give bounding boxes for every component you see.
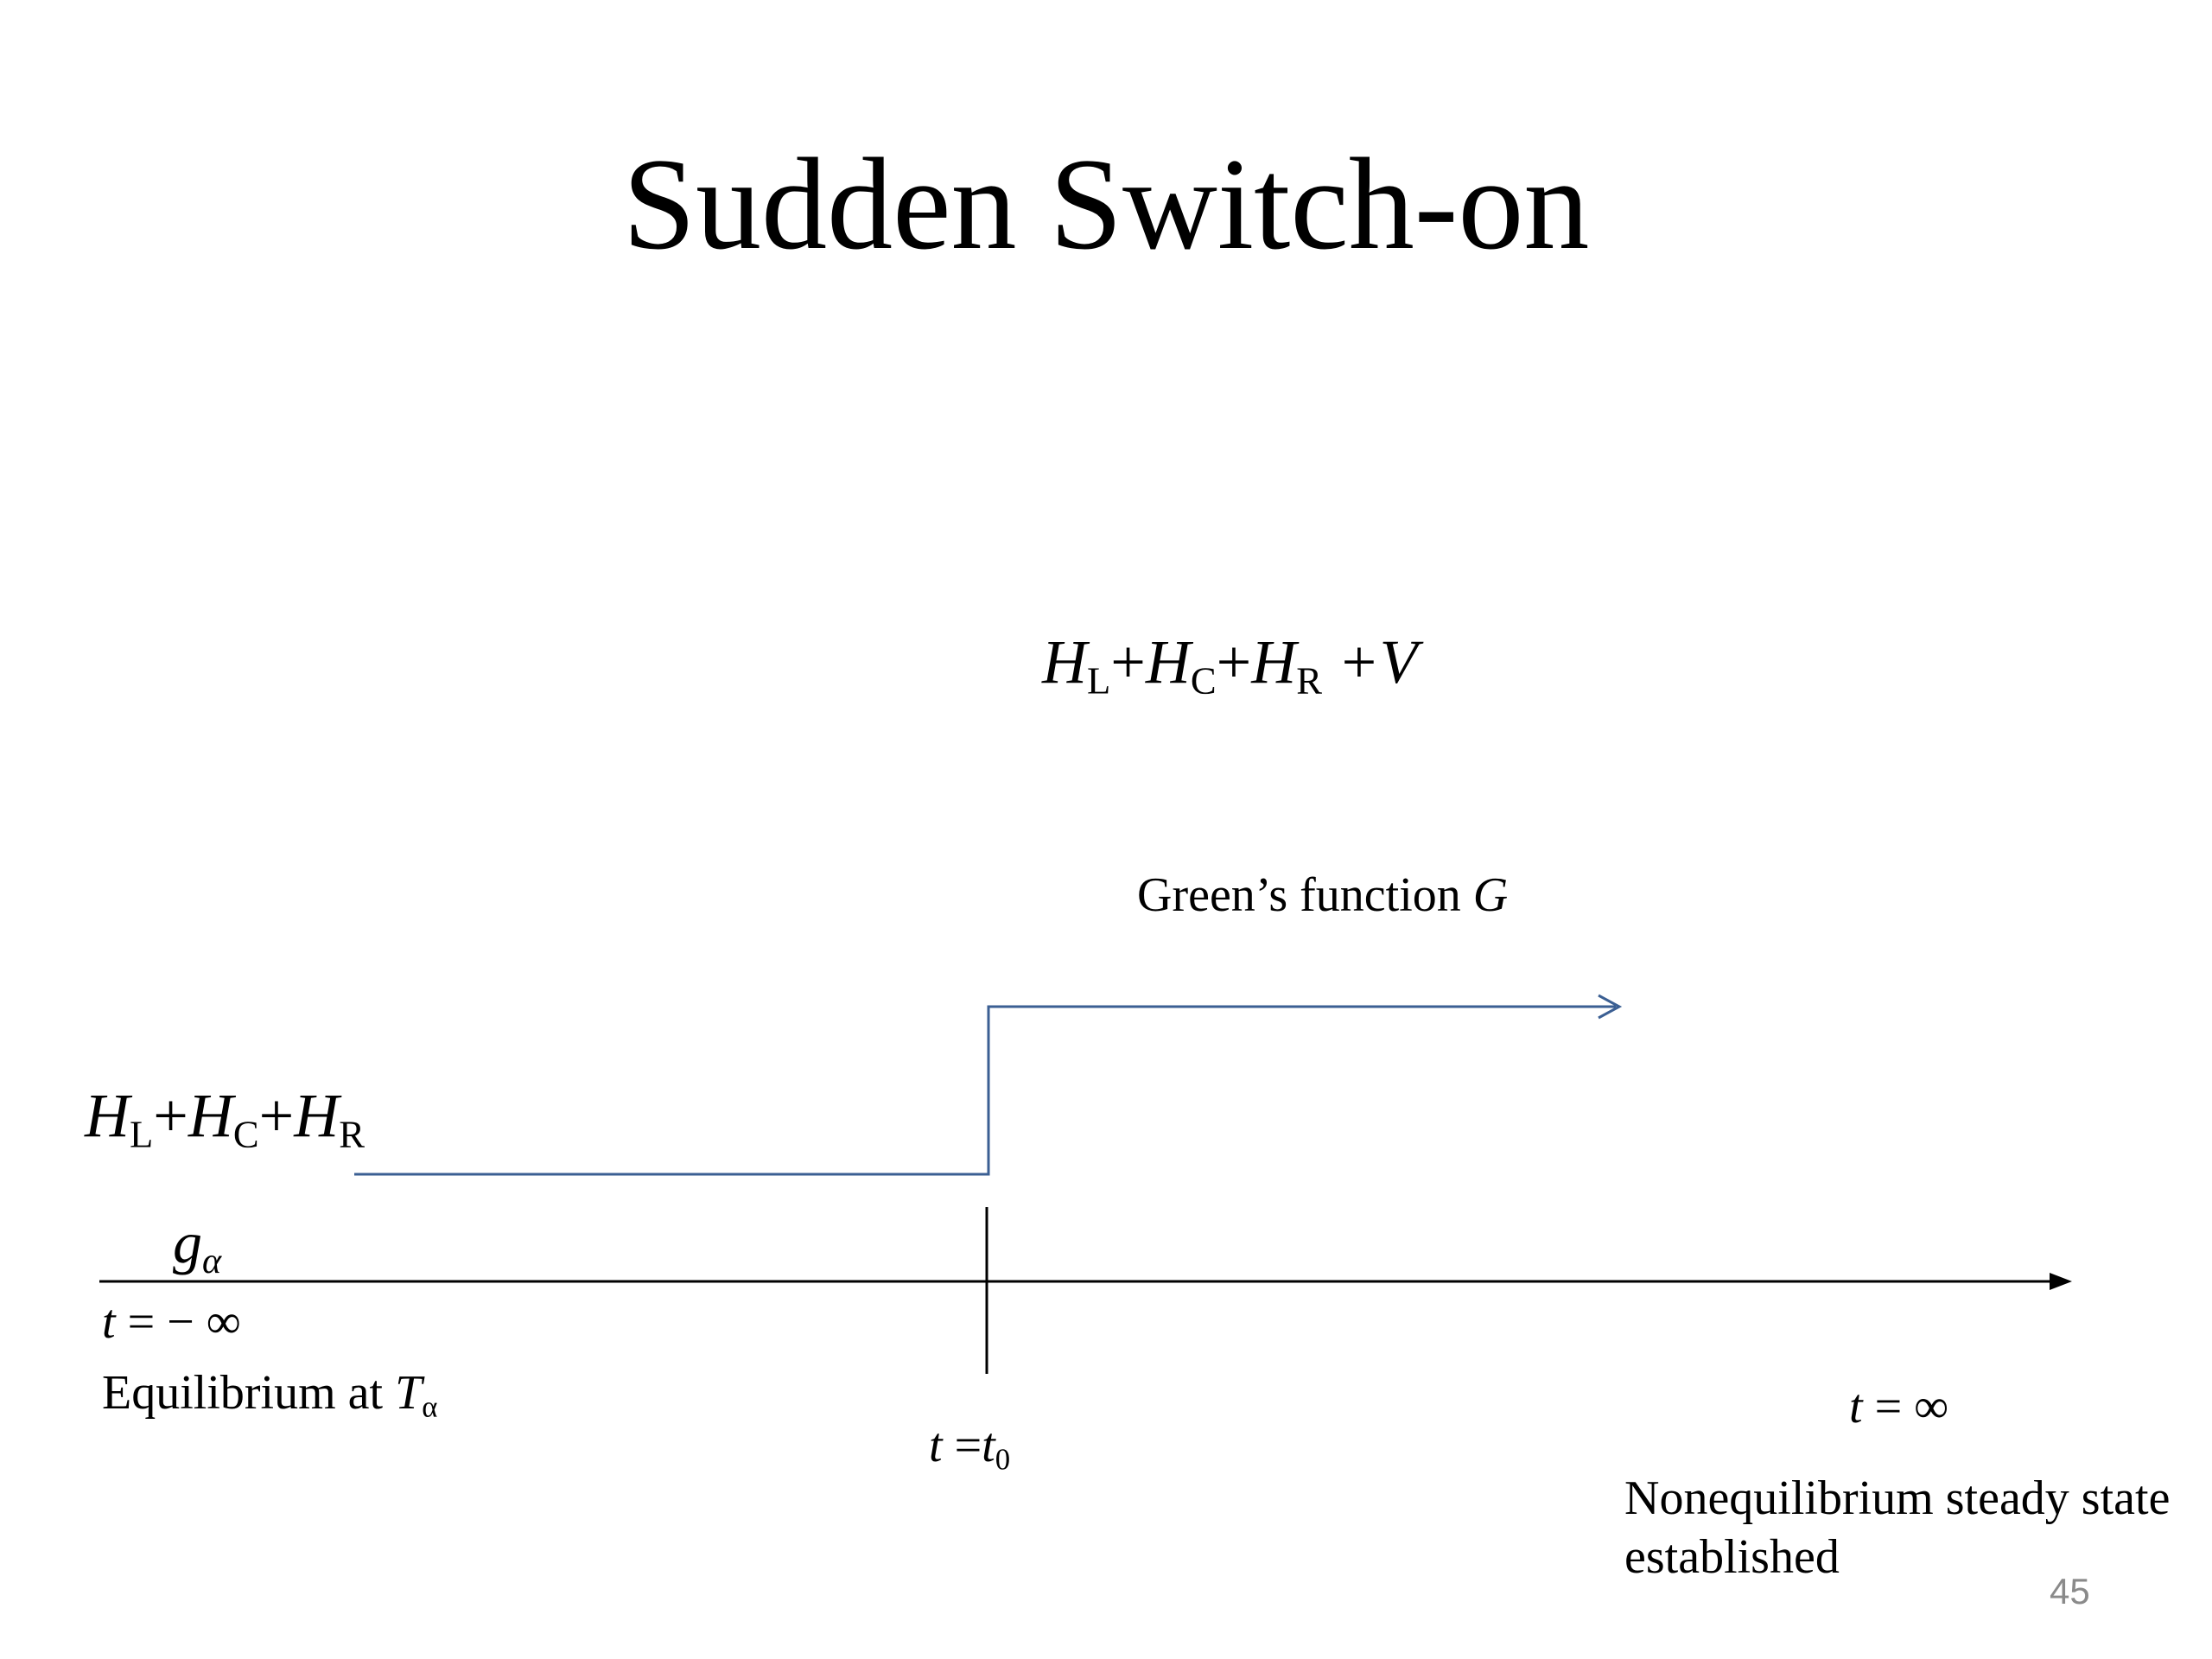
label-nonequilibrium-state: Nonequilibrium steady state established — [1624, 1471, 2171, 1585]
slide-title: Sudden Switch-on — [622, 131, 1590, 276]
label-total-hamiltonian: HL+HC+HR +V — [1042, 627, 1418, 702]
hamiltonian-step-line — [354, 1005, 1616, 1176]
label-g-alpha: gα — [173, 1210, 222, 1281]
label-equilibrium: Equilibrium at Tα — [102, 1366, 438, 1424]
label-t-zero: t =t0 — [929, 1419, 1011, 1477]
label-t-minus-infinity: t = − ∞ — [102, 1295, 241, 1349]
label-t-infinity: t = ∞ — [1849, 1380, 1949, 1433]
step-line-arrowhead — [1598, 994, 1623, 1020]
time-axis-arrowhead — [2050, 1273, 2072, 1290]
label-greens-function: Green’s function G — [1137, 868, 1509, 922]
label-uncoupled-hamiltonian: HL+HC+HR — [85, 1081, 365, 1156]
page-number: 45 — [2050, 1571, 2090, 1611]
